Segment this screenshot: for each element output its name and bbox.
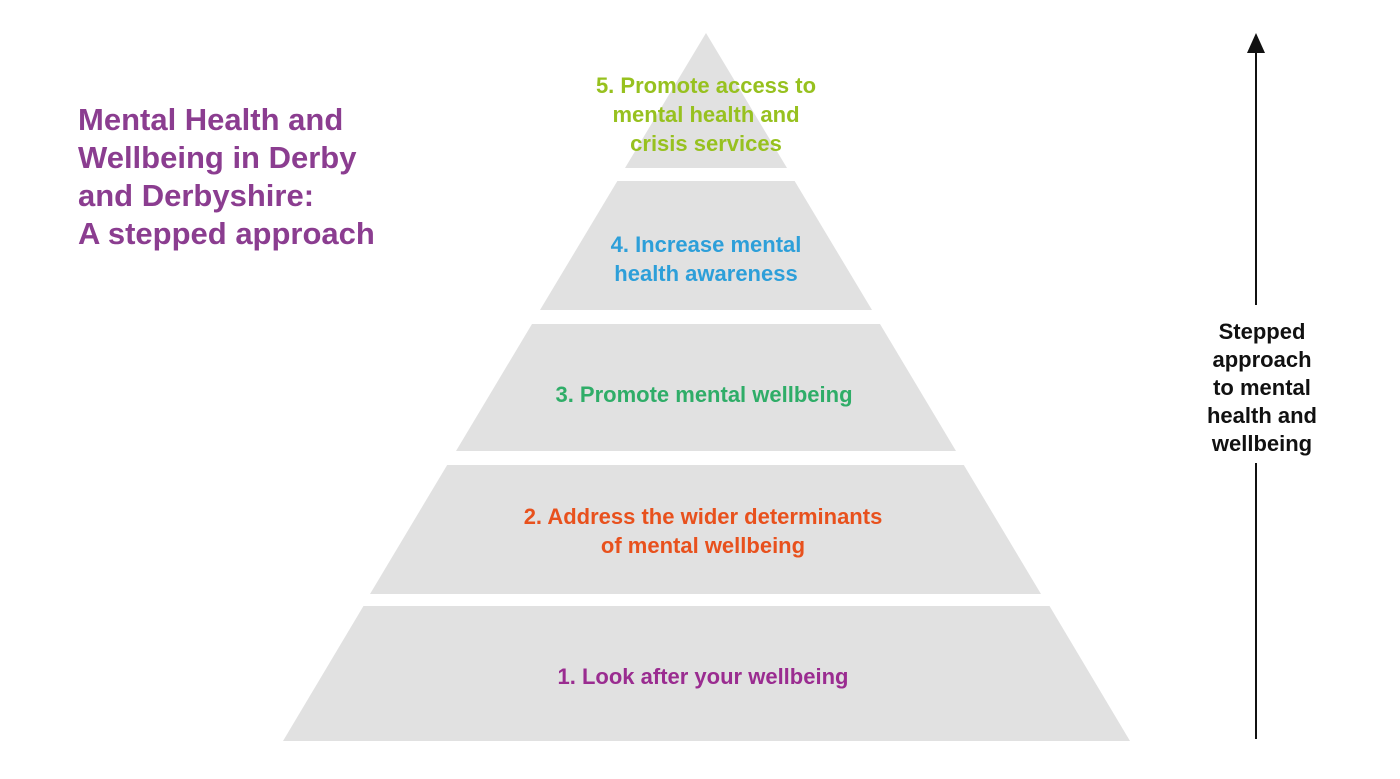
stepped-approach-label: Stepped approach to mental health and we… [1206,319,1317,456]
pyramid-tier-3-shape [456,324,956,451]
page-title: Mental Health and Wellbeing in Derby and… [78,102,375,251]
pyramid-tier-2-label: 2. Address the wider determinants of men… [523,504,883,558]
pyramid-tier-2-shape [370,465,1041,594]
pyramid-tier-3-label: 3. Promote mental wellbeing [555,382,853,407]
arrow-line-upper-segment [1255,50,1257,305]
pyramid-tier-4-label: 4. Increase mental health awareness [610,232,802,286]
pyramid-tier-1-label: 1. Look after your wellbeing [557,664,849,689]
pyramid-tier-1-shape [283,606,1130,741]
arrow-line-lower-segment [1255,463,1257,739]
pyramid-tier-5-label: 5. Promote access to mental health and c… [595,73,817,156]
arrow-up-icon [1247,33,1265,53]
